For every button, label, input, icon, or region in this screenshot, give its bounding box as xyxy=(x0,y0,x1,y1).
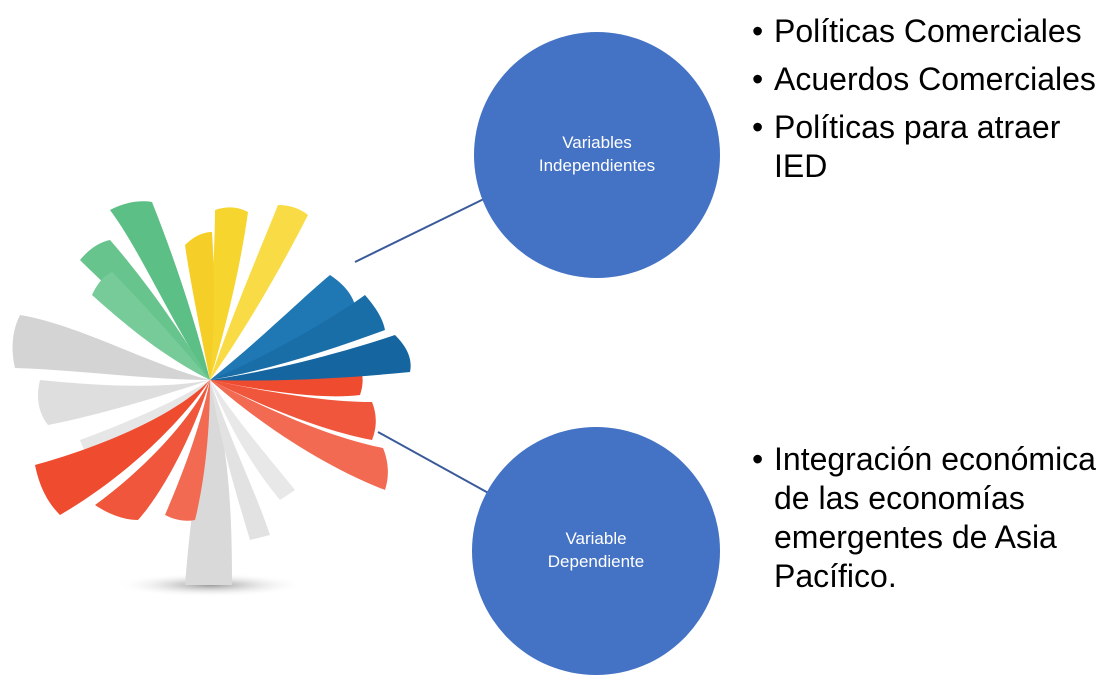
logo-blade-gray-left-2 xyxy=(37,380,210,425)
independent-variables-node: Variables Independientes xyxy=(474,32,720,278)
connector-to-independent xyxy=(354,194,493,263)
independent-variables-label: Variables Independientes xyxy=(538,133,656,175)
list-item: Políticas Comerciales xyxy=(752,12,1112,51)
logo-blade-gray-low-1 xyxy=(210,380,270,540)
logo-blade-green-1 xyxy=(110,201,210,380)
logo-graphic xyxy=(12,201,411,597)
dependent-variable-label: Variable Dependiente xyxy=(547,529,645,571)
logo-blade-gray-left-1 xyxy=(12,315,210,380)
logo-blade-red-2 xyxy=(95,380,210,520)
list-item: Políticas para atraer IED xyxy=(752,108,1112,186)
logo-blade-red-3 xyxy=(165,380,210,521)
logo-blade-yellow-3 xyxy=(185,232,215,380)
logo-blade-blue-1 xyxy=(210,275,355,380)
independent-variables-list: Políticas Comerciales Acuerdos Comercial… xyxy=(752,12,1112,195)
logo-blade-red-right-2 xyxy=(210,380,376,440)
logo-blade-red-1 xyxy=(35,380,210,515)
pinwheel-logo-icon xyxy=(0,190,430,610)
list-item: Integración económica de las economías e… xyxy=(752,440,1112,596)
logo-blade-green-3 xyxy=(92,272,210,380)
logo-blade-yellow-1 xyxy=(210,207,248,380)
logo-blade-yellow-2 xyxy=(210,205,308,380)
list-item: Acuerdos Comerciales xyxy=(752,60,1112,99)
dependent-variable-node: Variable Dependiente xyxy=(472,427,720,675)
logo-blade-blue-2 xyxy=(210,295,385,380)
logo-blade-blue-3 xyxy=(210,335,411,381)
logo-blade-gray-low-2 xyxy=(210,380,295,500)
logo-blade-red-right-3 xyxy=(210,380,388,490)
connector-to-dependent xyxy=(377,431,493,496)
dependent-variable-list: Integración económica de las economías e… xyxy=(752,440,1112,605)
